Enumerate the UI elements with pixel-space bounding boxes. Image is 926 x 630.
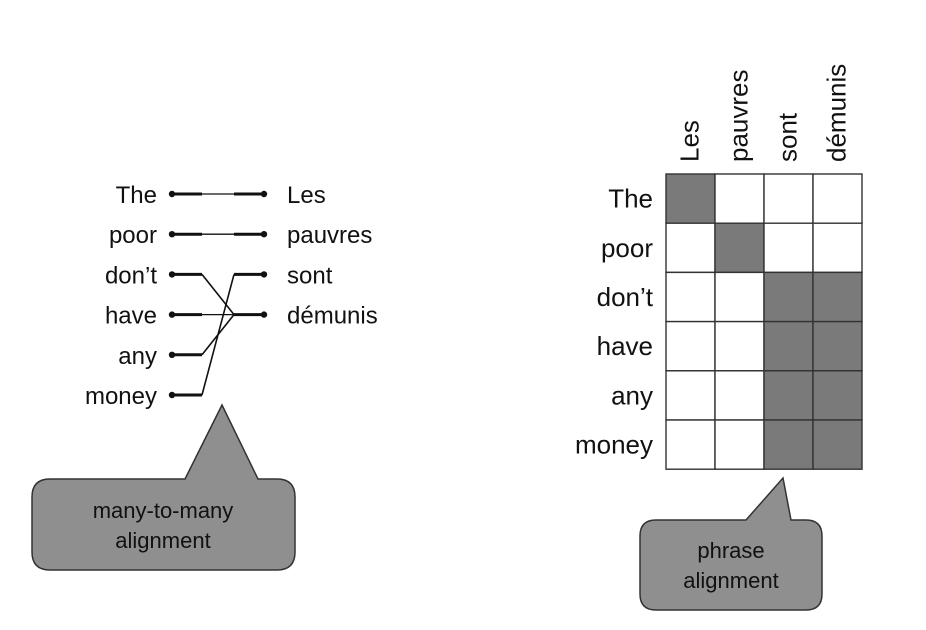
matrix-column-labels: Les pauvres sont démunis: [675, 64, 852, 162]
alignment-link: [201, 274, 235, 396]
column-label: démunis: [822, 64, 852, 162]
matrix-row-labels: The poor don’t have any money: [575, 184, 654, 460]
source-dot: [168, 391, 176, 399]
aligned-cell: [763, 320, 814, 372]
empty-cell: [665, 271, 716, 323]
row-label: The: [608, 184, 653, 214]
aligned-cell: [812, 370, 863, 421]
aligned-cell: [714, 222, 765, 274]
empty-cell: [763, 173, 814, 224]
empty-cell: [665, 370, 716, 421]
row-label: any: [611, 380, 653, 410]
source-word-labels: The poor don’t have any money: [85, 182, 157, 410]
aligned-cell: [812, 419, 863, 470]
empty-cell: [812, 173, 863, 224]
row-label: poor: [601, 233, 653, 263]
target-word: démunis: [287, 303, 378, 330]
empty-cell: [665, 419, 716, 470]
source-word: don’t: [105, 262, 157, 289]
target-dot: [260, 190, 268, 198]
aligned-cell: [812, 271, 863, 323]
column-label: sont: [773, 112, 803, 162]
target-word: pauvres: [287, 222, 372, 249]
source-word: poor: [109, 222, 157, 249]
alignment-links: [172, 192, 264, 397]
phrase-alignment-callout: phrase alignment: [639, 476, 823, 611]
aligned-cell: [812, 320, 863, 372]
callout-bubble-shape: [31, 403, 296, 571]
target-word-labels: Les pauvres sont démunis: [287, 182, 378, 330]
alignment-endpoints: [168, 190, 268, 399]
aligned-cell: [665, 173, 716, 224]
target-word: Les: [287, 182, 326, 209]
source-word: The: [116, 182, 157, 209]
callout-text-line2: alignment: [683, 568, 778, 593]
source-dot: [168, 311, 176, 318]
aligned-cell: [763, 419, 814, 470]
source-dot: [168, 190, 176, 198]
empty-cell: [714, 370, 765, 421]
row-label: don’t: [597, 282, 654, 312]
target-word: sont: [287, 262, 333, 289]
phrase-alignment-panel: Les pauvres sont démunis The poor don’t have an…: [575, 64, 863, 611]
row-label: money: [575, 430, 653, 460]
callout-bubble-shape: [639, 476, 823, 611]
source-dot: [168, 231, 176, 238]
many-to-many-callout: many-to-many alignment: [31, 403, 296, 571]
empty-cell: [763, 222, 814, 274]
empty-cell: [714, 173, 765, 224]
empty-cell: [665, 222, 716, 274]
empty-cell: [665, 320, 716, 372]
target-dot: [260, 231, 268, 238]
callout-text-line1: phrase: [697, 538, 764, 563]
target-dot: [260, 271, 268, 278]
target-dot: [260, 311, 268, 318]
aligned-cell: [763, 370, 814, 421]
word-alignment-panel: The poor don’t have any money Les pauvres sont d…: [31, 182, 378, 571]
source-dot: [168, 271, 176, 278]
alignment-link: [201, 273, 235, 316]
empty-cell: [812, 222, 863, 274]
empty-cell: [714, 419, 765, 470]
row-label: have: [597, 331, 653, 361]
alignment-matrix: [665, 173, 863, 470]
aligned-cell: [763, 271, 814, 323]
callout-text-line1: many-to-many: [93, 498, 234, 523]
column-label: Les: [675, 120, 705, 162]
empty-cell: [714, 271, 765, 323]
source-word: any: [118, 343, 157, 370]
source-word: money: [85, 383, 157, 410]
source-dot: [168, 351, 176, 358]
source-word: have: [105, 303, 157, 330]
empty-cell: [714, 320, 765, 372]
column-label: pauvres: [724, 70, 754, 163]
callout-text-line2: alignment: [115, 528, 210, 553]
